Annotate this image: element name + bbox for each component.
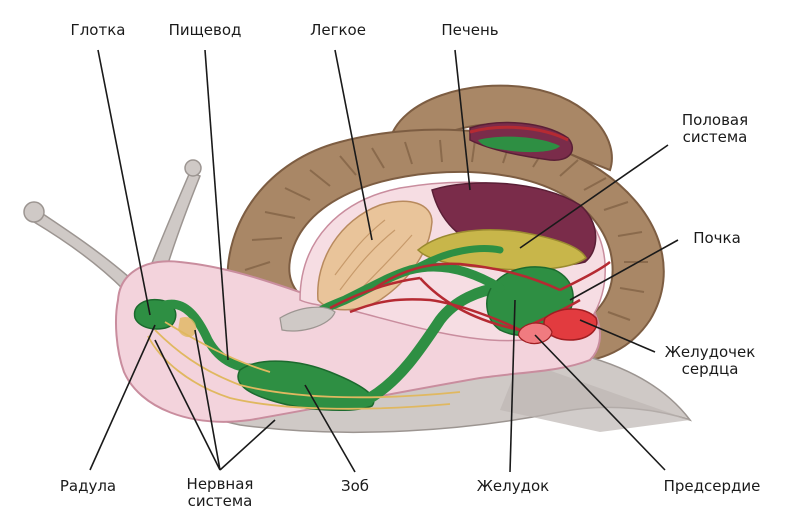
label-glotka: Глотка bbox=[48, 22, 148, 39]
upper-tentacle-tip bbox=[185, 160, 201, 176]
lower-tentacle-tip bbox=[24, 202, 44, 222]
label-pechen: Печень bbox=[420, 22, 520, 39]
label-pishevod: Пищевод bbox=[150, 22, 260, 39]
lower-tentacle bbox=[34, 212, 130, 290]
label-nervnaya-sistema: Нервная система bbox=[160, 476, 280, 510]
pointer-nervnaya-c bbox=[220, 420, 275, 470]
label-zheludochek-serdtsa: Желудочек сердца bbox=[645, 344, 775, 378]
label-nervnaya-line2: система bbox=[160, 493, 280, 510]
label-legkoe: Легкое bbox=[288, 22, 388, 39]
label-zheludochek-line1: Желудочек bbox=[645, 344, 775, 361]
label-pochka: Почка bbox=[672, 230, 762, 247]
label-predserdie: Предсердие bbox=[642, 478, 782, 495]
label-nervnaya-line1: Нервная bbox=[160, 476, 280, 493]
label-polovaya-line1: Половая bbox=[655, 112, 775, 129]
label-radula: Радула bbox=[38, 478, 138, 495]
label-zheludok: Желудок bbox=[458, 478, 568, 495]
label-zheludochek-line2: сердца bbox=[645, 361, 775, 378]
label-polovaya-system: Половая система bbox=[655, 112, 775, 146]
label-polovaya-line2: система bbox=[655, 129, 775, 146]
upper-tentacle bbox=[150, 172, 200, 270]
label-zob: Зоб bbox=[325, 478, 385, 495]
